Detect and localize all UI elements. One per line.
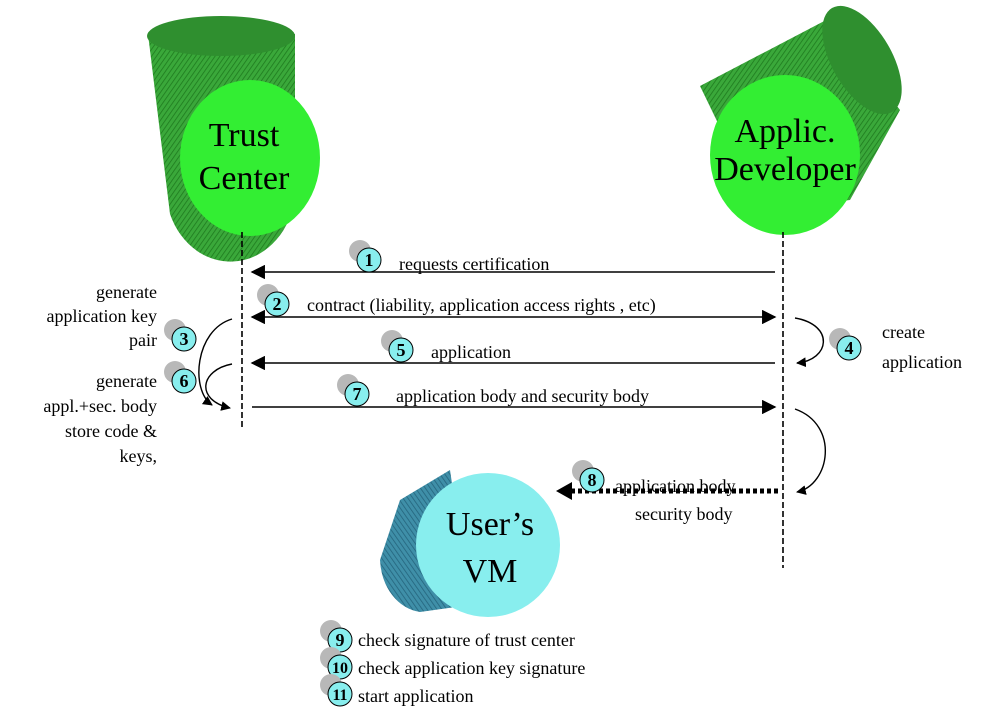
self-arrow-8 (794, 408, 826, 495)
step-number-7: 7 (353, 384, 362, 404)
check-label-10: check application key signature (358, 658, 585, 678)
note-4-line1: create (882, 322, 925, 342)
developer-label-2: Developer (714, 151, 856, 188)
step-badge-9: 9 (320, 620, 353, 653)
step-number-10: 10 (332, 660, 348, 677)
step-number-2: 2 (273, 294, 282, 314)
developer-label-1: Applic. (734, 113, 835, 150)
step-badge-4: 4 (829, 328, 862, 361)
check-label-9: check signature of trust center (358, 630, 575, 650)
trust-center-label-1: Trust (209, 117, 280, 154)
step-badge-11: 11 (320, 674, 353, 707)
step-badge-7: 7 (337, 374, 370, 407)
message-arrow-8-head (556, 482, 572, 500)
step-badge-8: 8 (572, 460, 605, 493)
trust-center-top-cap (147, 16, 295, 56)
step-badge-2: 2 (257, 284, 290, 317)
step-badge-3: 3 (164, 319, 197, 352)
user-vm-cylinder: User’s VM (380, 470, 560, 617)
step-number-8: 8 (588, 470, 597, 490)
step-badge-10: 10 (320, 647, 353, 680)
developer-cylinder: Applic. Developer (700, 5, 902, 235)
message-label-2: contract (liability, application access … (307, 295, 656, 316)
message-label-1: requests certification (399, 254, 549, 274)
user-vm-face (416, 473, 560, 617)
step-number-11: 11 (332, 687, 347, 704)
user-vm-label-2: VM (463, 553, 518, 590)
note-3-line3: pair (129, 330, 157, 350)
step-badge-6: 6 (164, 361, 197, 394)
check-label-11: start application (358, 686, 473, 706)
note-6-line1: generate (96, 371, 157, 391)
note-6-line4: keys, (120, 446, 158, 466)
note-6-line3: store code & (65, 421, 157, 441)
developer-face (710, 75, 860, 235)
message-label-5: application (431, 342, 511, 362)
note-3-line2: application key (47, 306, 157, 326)
self-arrow-4 (794, 317, 824, 368)
developer-top-cap (822, 5, 902, 115)
message-label-7: application body and security body (396, 386, 649, 406)
step-number-5: 5 (397, 340, 406, 360)
step-number-3: 3 (180, 329, 189, 349)
message-label-8-line1: application body (615, 476, 735, 496)
note-4-line2: application (882, 352, 962, 372)
step-badge-5: 5 (381, 330, 414, 363)
step-number-4: 4 (845, 338, 854, 358)
user-vm-label-1: User’s (446, 506, 534, 543)
step-number-6: 6 (180, 371, 189, 391)
trust-center-cylinder: Trust Center (147, 16, 320, 262)
step-number-9: 9 (336, 630, 345, 650)
self-arrow-6 (205, 363, 233, 411)
note-3-line1: generate (96, 282, 157, 302)
step-number-1: 1 (365, 250, 374, 270)
self-arrow-3 (198, 318, 233, 406)
message-label-8-line2: security body (635, 504, 732, 524)
note-6-line2: appl.+sec. body (43, 396, 157, 416)
step-badge-1: 1 (349, 240, 382, 273)
trust-center-face (180, 80, 320, 236)
trust-center-label-2: Center (199, 160, 290, 197)
